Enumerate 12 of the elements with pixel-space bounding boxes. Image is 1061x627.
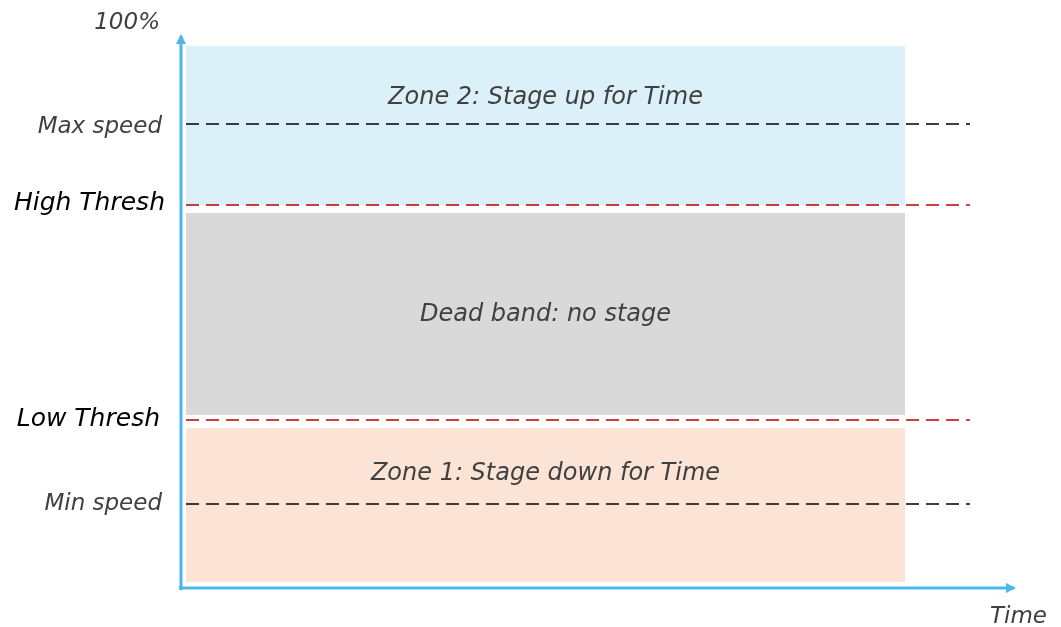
zone-band: [186, 213, 905, 415]
axis-label: Time: [990, 602, 1047, 627]
zone-band: [186, 428, 905, 582]
zone-label: Zone 1: Stage down for Time: [369, 458, 722, 486]
zone-label: Zone 2: Stage up for Time: [386, 82, 704, 110]
zone-band: [186, 46, 905, 205]
level-label: Min speed: [44, 489, 162, 515]
axis-label: 100%: [94, 8, 160, 34]
zone-label: Dead band: no stage: [418, 299, 673, 327]
level-label: Max speed: [37, 112, 162, 138]
threshold-label: High Thresh: [13, 187, 165, 216]
threshold-label: Low Thresh: [16, 403, 160, 432]
